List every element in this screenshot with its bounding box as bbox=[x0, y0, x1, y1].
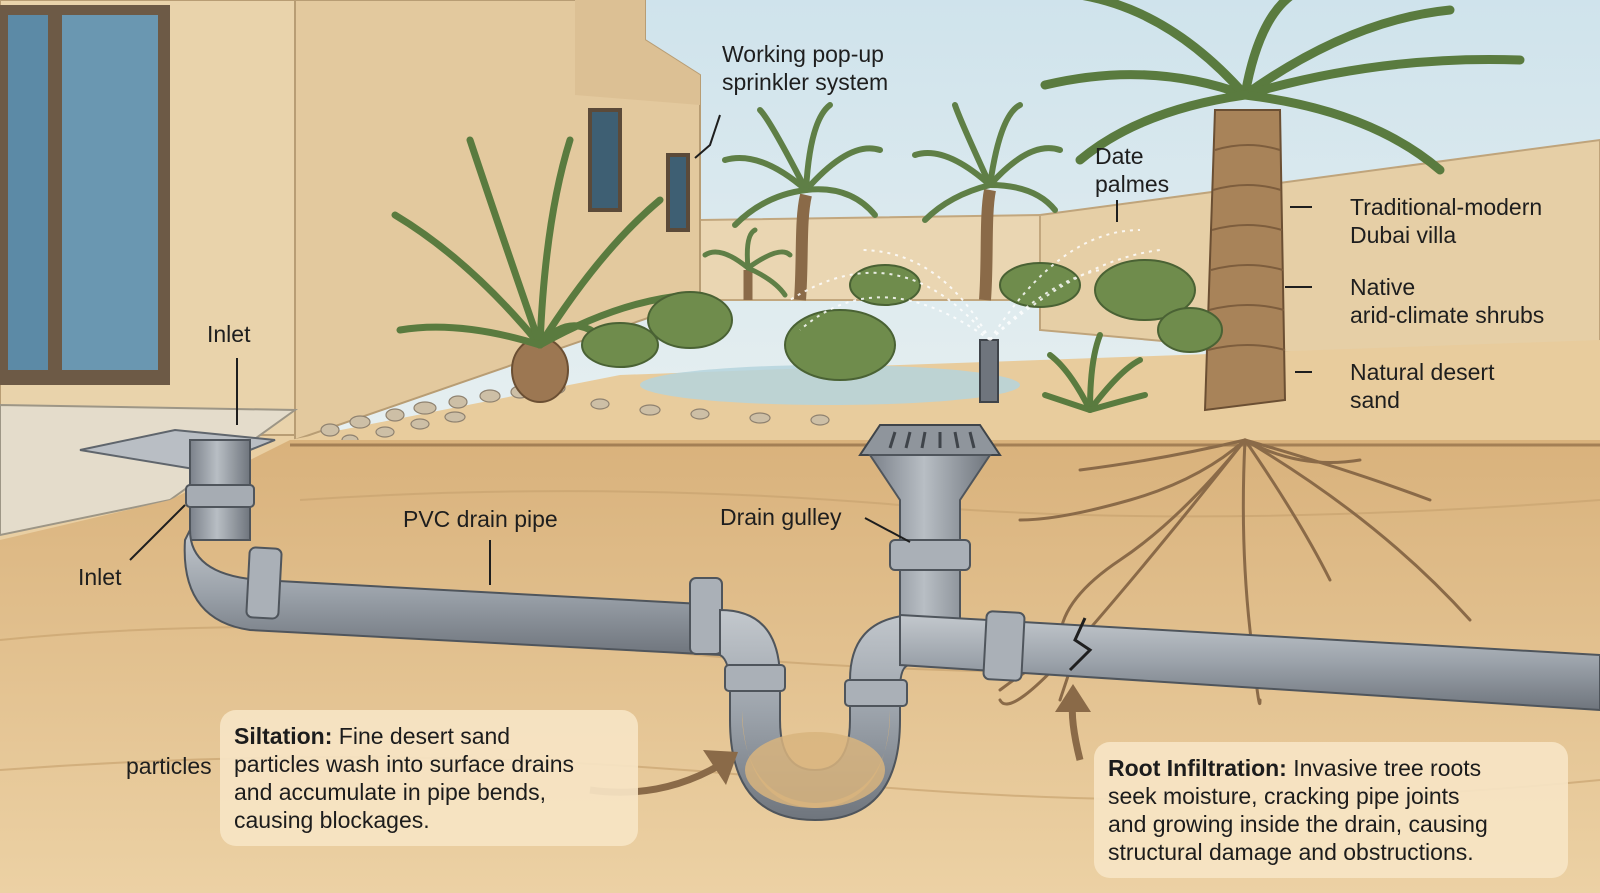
label-gulley: Drain gulley bbox=[720, 504, 842, 530]
siltation-title: Siltation: bbox=[234, 723, 333, 749]
native-shrubs bbox=[581, 259, 1223, 381]
trap-collar-left bbox=[724, 664, 786, 692]
label-sprinkler-line1: Working pop-up bbox=[722, 41, 884, 67]
side-window-1 bbox=[588, 108, 622, 212]
label-inlet-top: Inlet bbox=[207, 321, 251, 347]
label-sand-line1: Natural desert bbox=[1350, 359, 1495, 385]
sprinkler-spray bbox=[789, 229, 1161, 341]
callout-root-infiltration: Root Infiltration: Invasive tree roots s… bbox=[1094, 742, 1568, 878]
gulley-collar bbox=[889, 539, 971, 571]
pipe-coupling-2 bbox=[689, 577, 723, 655]
sprinkler-head bbox=[979, 339, 999, 403]
label-date-palms-line1: Date bbox=[1095, 143, 1144, 169]
villa-upper-block bbox=[575, 0, 700, 105]
label-pvc-pipe: PVC drain pipe bbox=[403, 506, 558, 532]
gulley-grate bbox=[858, 424, 1002, 456]
label-date-palms: Date palmes bbox=[1095, 142, 1169, 198]
root-arrowhead bbox=[1055, 684, 1091, 712]
pipe-coupling-1 bbox=[245, 546, 283, 620]
villa-window-glass-left bbox=[8, 15, 48, 370]
gulley-grate-slots bbox=[888, 431, 976, 449]
siltation-line1: Fine desert sand bbox=[338, 723, 511, 749]
root-line2: seek moisture, cracking pipe joints bbox=[1108, 783, 1460, 809]
root-line3: and growing inside the drain, causing bbox=[1108, 811, 1488, 837]
side-window-2 bbox=[666, 153, 690, 232]
root-line4: structural damage and obstructions. bbox=[1108, 839, 1474, 865]
palm-left bbox=[391, 136, 694, 403]
label-sprinkler-line2: sprinkler system bbox=[722, 69, 889, 95]
label-villa: Traditional-modern Dubai villa bbox=[1350, 193, 1542, 249]
pvc-drain-pipe bbox=[183, 529, 721, 657]
label-shrubs-line1: Native bbox=[1350, 274, 1416, 300]
pipe-crack bbox=[1068, 617, 1093, 672]
label-shrubs-line2: arid-climate shrubs bbox=[1350, 302, 1545, 328]
trap-collar-right bbox=[844, 679, 908, 707]
date-palm-small bbox=[702, 227, 793, 300]
root-title: Root Infiltration: bbox=[1108, 755, 1287, 781]
siltation-line2: particles wash into surface drains bbox=[234, 751, 575, 777]
date-palm-back-1 bbox=[722, 102, 883, 301]
date-palm-back-2 bbox=[912, 102, 1063, 301]
siltation-line4: causing blockages. bbox=[234, 807, 430, 833]
silt-fill bbox=[745, 732, 885, 808]
label-date-palms-line2: palmes bbox=[1095, 171, 1170, 197]
villa-window-glass-right bbox=[62, 15, 158, 370]
label-sand: Natural desert sand bbox=[1350, 358, 1494, 414]
siltation-arrowhead bbox=[703, 750, 738, 785]
agave-plant bbox=[1042, 332, 1148, 413]
label-inlet-bottom: Inlet bbox=[78, 564, 122, 590]
leader-lines bbox=[129, 114, 1312, 585]
label-villa-line1: Traditional-modern bbox=[1350, 194, 1543, 220]
inlet-pipe-collar bbox=[185, 484, 255, 508]
label-sprinkler: Working pop-up sprinkler system bbox=[722, 40, 888, 96]
callout-siltation: Siltation: Fine desert sand particles wa… bbox=[220, 710, 638, 846]
pipe-joint-cracked bbox=[982, 610, 1026, 682]
water-puddle bbox=[640, 365, 1020, 405]
root-line1: Invasive tree roots bbox=[1293, 755, 1482, 781]
palm-large bbox=[1040, 0, 1525, 412]
siltation-line3: and accumulate in pipe bends, bbox=[234, 779, 546, 805]
label-sand-line2: sand bbox=[1350, 387, 1400, 413]
label-shrubs: Native arid-climate shrubs bbox=[1350, 273, 1544, 329]
label-particles: particles bbox=[126, 753, 212, 779]
label-villa-line2: Dubai villa bbox=[1350, 222, 1457, 248]
